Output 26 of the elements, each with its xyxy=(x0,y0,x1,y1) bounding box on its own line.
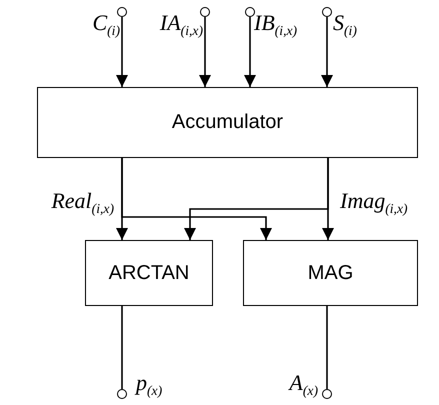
terminal-circle xyxy=(245,7,255,17)
terminal-label: A$_{(x)}$ xyxy=(289,370,318,400)
connector-line xyxy=(326,306,328,389)
terminal-circle xyxy=(200,7,210,17)
box-label: MAG xyxy=(308,262,354,284)
terminal-label: p$_{(x)}$ xyxy=(136,370,162,400)
arrow xyxy=(184,158,329,240)
process-box xyxy=(85,240,213,306)
arrow xyxy=(244,17,256,87)
terminal-label: C$_{(i)}$ xyxy=(92,10,120,40)
arrow xyxy=(321,17,333,87)
terminal-label: S$_{(i)}$ xyxy=(333,10,357,40)
process-box xyxy=(243,240,418,306)
box-label: Accumulator xyxy=(172,111,284,134)
terminal-circle xyxy=(322,7,332,17)
terminal-circle xyxy=(117,7,127,17)
connector-line xyxy=(121,306,123,389)
terminal-label: IB$_{(i,x)}$ xyxy=(254,10,298,40)
process-box xyxy=(37,87,418,158)
terminal-circle xyxy=(117,389,127,399)
terminal-circle xyxy=(322,389,332,399)
box-label: ARCTAN xyxy=(108,262,190,284)
arrow xyxy=(121,158,272,240)
arrow xyxy=(199,17,211,87)
terminal-label: IA$_{(i,x)}$ xyxy=(160,10,203,40)
arrow xyxy=(116,17,128,87)
